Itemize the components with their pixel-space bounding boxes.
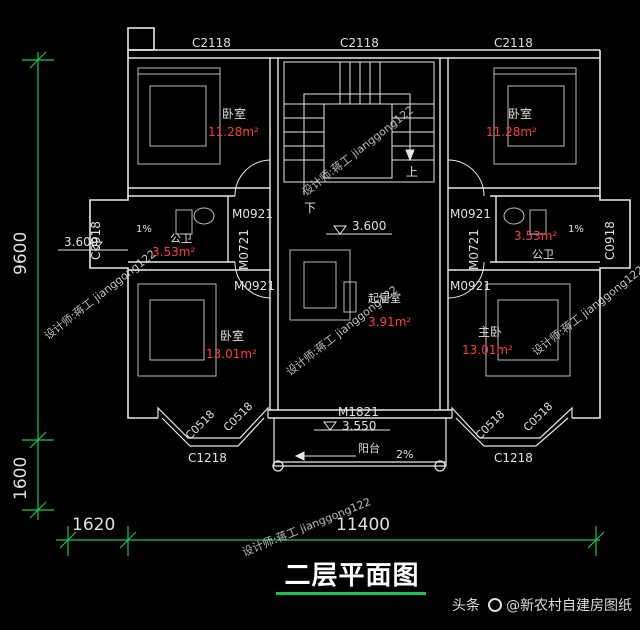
stairwell	[283, 61, 435, 195]
account-logo-icon	[488, 598, 502, 612]
window-bottom-right: C1218	[494, 451, 533, 465]
slope-bath-l: 1%	[136, 224, 152, 235]
area-bath-r: 3.53m²	[514, 229, 557, 243]
door-m0921-ll: M0921	[234, 279, 275, 293]
window-bay-left-b: C0518	[221, 400, 255, 434]
drawing-title: 二层平面图	[284, 560, 420, 591]
window-top-right: C2118	[494, 36, 533, 50]
elevation-left: 3.600	[64, 235, 98, 249]
area-living: 3.91m²	[368, 315, 411, 329]
room-name-bath-l: 公卫	[170, 232, 192, 245]
slope-bath-r: 1%	[568, 224, 584, 235]
watermark: 设计师:蒋工 jianggong122	[42, 247, 158, 342]
source-handle: @新农村自建房图纸	[506, 598, 632, 614]
bay-windows	[157, 406, 573, 447]
door-m0721-l: M0721	[237, 229, 251, 270]
door-m1821: M1821	[338, 405, 379, 419]
drawing-title-box: 二层平面图	[274, 555, 430, 591]
area-bedroom-ur: 11.28m²	[486, 125, 537, 139]
stair-down-label: 下	[304, 201, 316, 215]
elevation-markers	[58, 225, 392, 461]
watermark: 设计师:蒋工 jianggong122	[284, 283, 400, 378]
area-master: 13.01m²	[462, 343, 513, 357]
watermark: 设计师:蒋工 jianggong122	[530, 263, 640, 358]
room-name-bath-r: 公卫	[532, 248, 554, 261]
source-label: 头条	[452, 598, 480, 614]
door-swings	[234, 159, 485, 299]
dim-horizontal-main: 11400	[336, 515, 390, 535]
window-side-right: C0918	[603, 221, 617, 260]
dimension-lines	[22, 51, 605, 556]
dim-horizontal-left: 1620	[72, 515, 115, 535]
dim-vertical-main: 9600	[11, 232, 31, 275]
window-top-center: C2118	[340, 36, 379, 50]
window-bottom-left: C1218	[188, 451, 227, 465]
door-m0921-ur: M0921	[450, 207, 491, 221]
room-name-bedroom-ul: 卧室	[222, 106, 246, 121]
door-m0921-lr: M0921	[450, 279, 491, 293]
room-name-bedroom-ur: 卧室	[508, 106, 532, 121]
door-m0921-ul: M0921	[232, 207, 273, 221]
slope-balcony: 2%	[396, 448, 413, 461]
area-bedroom-ll: 13.01m²	[206, 347, 257, 361]
exterior-walls	[89, 27, 631, 419]
title-underline	[276, 592, 426, 595]
area-bath-l: 3.53m²	[152, 245, 195, 259]
window-side-left: C0918	[89, 221, 103, 260]
furniture	[137, 67, 577, 377]
area-bedroom-ul: 11.28m²	[208, 125, 259, 139]
elevation-center: 3.600	[352, 219, 386, 233]
interior-walls	[128, 58, 600, 410]
elevation-balcony: 3.550	[342, 419, 376, 433]
room-name-master: 主卧	[478, 325, 502, 339]
source-attribution: 头条 @新农村自建房图纸	[452, 592, 638, 618]
door-m0721-r: M0721	[467, 229, 481, 270]
room-name-living: 起居室	[368, 291, 401, 305]
room-name-balcony: 阳台	[358, 441, 380, 455]
window-top-left: C2118	[192, 36, 231, 50]
room-name-bedroom-ll: 卧室	[220, 328, 244, 343]
window-bay-right-a: C0518	[473, 408, 507, 442]
window-bay-left-a: C0518	[183, 408, 217, 442]
stair-up-label: 上	[406, 165, 418, 179]
dim-vertical-lower: 1600	[11, 457, 31, 500]
balcony-outline	[272, 418, 447, 472]
